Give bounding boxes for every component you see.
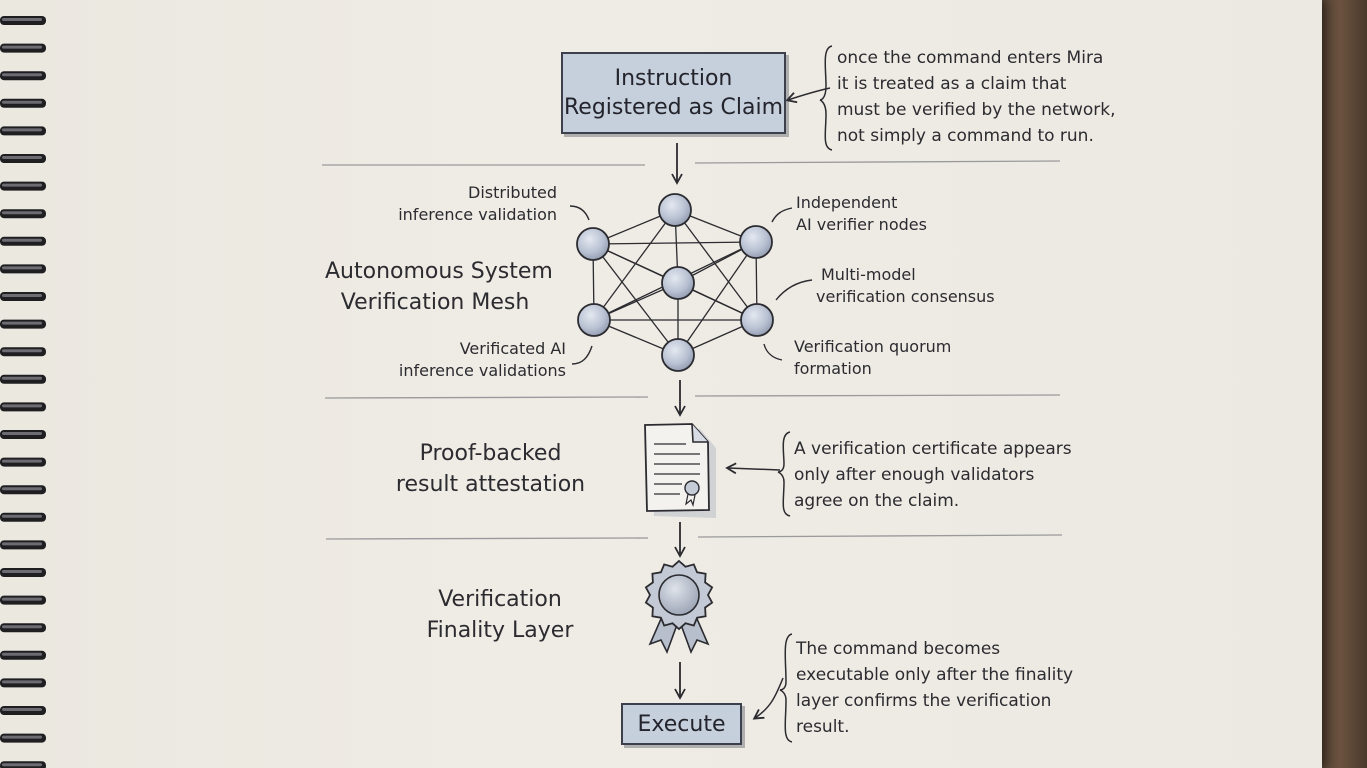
spiral-binding (0, 16, 46, 768)
mesh-title-line2: Verification Mesh (325, 287, 545, 318)
certificate-document-icon (645, 424, 716, 518)
spiral-ring (0, 485, 46, 494)
label-line: Verification quorum (794, 336, 951, 358)
spiral-ring (0, 182, 46, 191)
execute-note-line: layer confirms the verification (796, 688, 1073, 714)
label-line: Multi-model (816, 264, 995, 286)
execute-label: Execute (638, 710, 726, 739)
spiral-ring (0, 154, 46, 163)
label-distributed-validation: Distributed inference validation (392, 182, 557, 226)
spiral-ring (0, 623, 46, 632)
note-arrows (728, 88, 830, 718)
instruction-claim-box: Instruction Registered as Claim (561, 52, 786, 134)
finality-title-line2: Finality Layer (410, 615, 590, 646)
execute-note-line: executable only after the finality (796, 662, 1073, 688)
label-line: verification consensus (816, 286, 995, 308)
attestation-title: Proof-backed result attestation (388, 438, 593, 500)
spiral-ring (0, 126, 46, 135)
verifier-node (662, 267, 694, 299)
spiral-ring (0, 237, 46, 246)
spiral-ring (0, 402, 46, 411)
spiral-ring (0, 44, 46, 53)
spiral-ring (0, 292, 46, 301)
verifier-node (578, 304, 610, 336)
spiral-ring (0, 347, 46, 356)
label-line: Distributed (392, 182, 557, 204)
finality-title: Verification Finality Layer (410, 584, 590, 646)
instruction-note-line: not simply a command to run. (837, 123, 1116, 149)
spiral-ring (0, 264, 46, 273)
attestation-note-line: only after enough validators (794, 462, 1072, 488)
spiral-ring (0, 706, 46, 715)
spiral-ring (0, 458, 46, 467)
attestation-note: A verification certificate appears only … (794, 436, 1072, 514)
instruction-box-line2: Registered as Claim (564, 93, 783, 122)
instruction-note-line: must be verified by the network, (837, 97, 1116, 123)
spiral-ring (0, 99, 46, 108)
mesh-title-line1: Autonomous System (325, 256, 545, 287)
spiral-ring (0, 71, 46, 80)
instruction-note-line: it is treated as a claim that (837, 71, 1116, 97)
execute-note-line: result. (796, 714, 1073, 740)
label-line: inference validations (390, 360, 566, 382)
spiral-ring (0, 761, 46, 768)
spiral-ring (0, 513, 46, 522)
execute-note-line: The command becomes (796, 636, 1073, 662)
execute-box: Execute (621, 703, 742, 745)
label-verificated-inference: Verificated AI inference validations (390, 338, 566, 382)
label-line: inference validation (392, 204, 557, 226)
verifier-node (659, 194, 691, 226)
spiral-ring (0, 540, 46, 549)
spiral-ring (0, 734, 46, 743)
label-line: Independent (796, 192, 927, 214)
attestation-title-line1: Proof-backed (388, 438, 593, 469)
label-line: formation (794, 358, 951, 380)
verifier-node (577, 228, 609, 260)
spiral-ring (0, 320, 46, 329)
verifier-node (741, 304, 773, 336)
execute-note: The command becomes executable only afte… (796, 636, 1073, 740)
finality-seal-icon (646, 561, 712, 652)
mesh-edge (593, 242, 756, 244)
spiral-ring (0, 651, 46, 660)
spiral-ring (0, 16, 46, 25)
label-line: AI verifier nodes (796, 214, 927, 236)
spiral-ring (0, 568, 46, 577)
finality-title-line1: Verification (410, 584, 590, 615)
instruction-box-line1: Instruction (564, 64, 783, 93)
attestation-title-line2: result attestation (388, 469, 593, 500)
instruction-note: once the command enters Mira it is treat… (837, 45, 1116, 149)
mesh-title: Autonomous System Verification Mesh (325, 256, 545, 318)
verifier-node (662, 339, 694, 371)
instruction-note-line: once the command enters Mira (837, 45, 1116, 71)
label-line: Verificated AI (390, 338, 566, 360)
label-verification-quorum: Verification quorum formation (794, 336, 951, 380)
spiral-ring (0, 430, 46, 439)
attestation-note-line: agree on the claim. (794, 488, 1072, 514)
spiral-ring (0, 209, 46, 218)
label-multi-model-consensus: Multi-model verification consensus (816, 264, 995, 308)
spiral-ring (0, 375, 46, 384)
spiral-ring (0, 678, 46, 687)
attestation-note-line: A verification certificate appears (794, 436, 1072, 462)
spiral-ring (0, 596, 46, 605)
label-independent-nodes: Independent AI verifier nodes (796, 192, 927, 236)
verifier-node (740, 226, 772, 258)
mesh-nodes (577, 194, 773, 371)
